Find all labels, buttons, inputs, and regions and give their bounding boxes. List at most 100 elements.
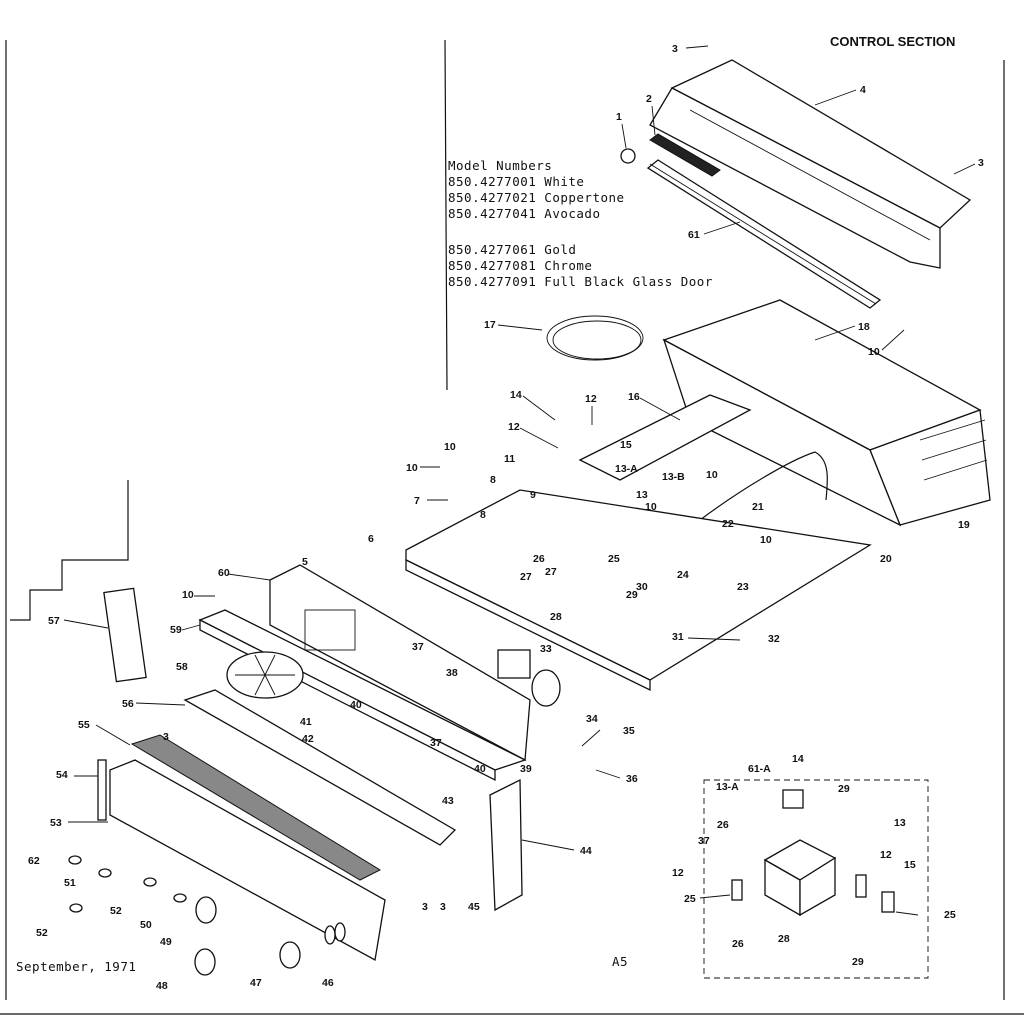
date-text: September, 1971 xyxy=(16,959,136,974)
callout: 22 xyxy=(722,518,734,530)
callout: 62 xyxy=(28,855,40,867)
callout: 13-A xyxy=(615,463,638,475)
stair-outline xyxy=(10,480,129,621)
callout: 12 xyxy=(508,421,520,433)
callout: 10 xyxy=(868,346,880,358)
callout: 39 xyxy=(520,763,532,775)
callout: 3 xyxy=(672,43,678,55)
callout: 23 xyxy=(737,581,749,593)
callout: 27 xyxy=(520,571,532,583)
callout: 50 xyxy=(140,919,152,931)
callout: 29 xyxy=(852,956,864,968)
callout: 10 xyxy=(182,589,194,601)
callout: 26 xyxy=(533,553,545,565)
callout: 16 xyxy=(628,391,640,403)
model-numbers-heading: Model Numbers xyxy=(448,158,552,173)
divider-line xyxy=(444,39,448,391)
lamp-strip xyxy=(649,133,721,177)
callout: 17 xyxy=(484,319,496,331)
callout: 52 xyxy=(110,905,122,917)
callout: 29 xyxy=(838,783,850,795)
model-number-4: 850.4277061 Gold xyxy=(448,242,576,257)
callout: 53 xyxy=(50,817,62,829)
conduit xyxy=(699,451,828,521)
callout: 26 xyxy=(717,819,729,831)
callout: 25 xyxy=(684,893,696,905)
callout: 26 xyxy=(732,938,744,950)
callout: 32 xyxy=(768,633,780,645)
callout: 58 xyxy=(176,661,188,673)
inset-switch-assembly xyxy=(731,789,895,917)
callout: 59 xyxy=(170,624,182,636)
leader-lines xyxy=(63,45,976,916)
callout: 10 xyxy=(444,441,456,453)
callout: 44 xyxy=(580,845,592,857)
callout: 10 xyxy=(406,462,418,474)
callout: 49 xyxy=(160,936,172,948)
callout: 34 xyxy=(586,713,598,725)
page-code: A5 xyxy=(612,954,628,969)
indicator-lamps xyxy=(68,855,187,913)
callout: 19 xyxy=(958,519,970,531)
callout: 40 xyxy=(350,699,362,711)
callout: 29 xyxy=(626,589,638,601)
callout: 12 xyxy=(585,393,597,405)
callout: 6 xyxy=(368,533,374,545)
callout: 37 xyxy=(430,737,442,749)
control-knobs xyxy=(194,896,346,976)
callout: 10 xyxy=(706,469,718,481)
callout: 42 xyxy=(302,733,314,745)
callout: 28 xyxy=(778,933,790,945)
side-bracket xyxy=(103,587,147,683)
part-callouts: 3 4 1 2 3 61 18 17 10 14 12 16 15 12 13-… xyxy=(28,43,984,992)
model-number-5: 850.4277081 Chrome xyxy=(448,258,592,273)
callout: 7 xyxy=(414,495,420,507)
callout: 12 xyxy=(672,867,684,879)
side-strip xyxy=(97,759,107,821)
control-panel-back xyxy=(269,564,531,762)
callout: 45 xyxy=(468,901,480,913)
trim-strip xyxy=(183,689,457,846)
face-panel xyxy=(109,759,386,962)
callout: 41 xyxy=(300,716,312,728)
callout: 51 xyxy=(64,877,76,889)
callout: 13-B xyxy=(662,471,685,483)
callout: 40 xyxy=(474,763,486,775)
callout: 52 xyxy=(36,927,48,939)
timer xyxy=(531,669,561,707)
callout: 31 xyxy=(672,631,684,643)
callout: 14 xyxy=(792,753,804,765)
callout: 15 xyxy=(904,859,916,871)
callout: 18 xyxy=(858,321,870,333)
callout: 33 xyxy=(540,643,552,655)
callout: 12 xyxy=(880,849,892,861)
clock xyxy=(497,649,531,679)
base-plate-edge xyxy=(405,558,651,692)
callout: 35 xyxy=(623,725,635,737)
callout: 46 xyxy=(322,977,334,989)
control-housing xyxy=(662,299,991,527)
callout: 1 xyxy=(616,111,622,123)
callout: 43 xyxy=(442,795,454,807)
callout: 57 xyxy=(48,615,60,627)
panel-cutout xyxy=(304,609,356,651)
base-plate xyxy=(405,489,872,681)
callout: 3 xyxy=(163,731,169,743)
callout: 38 xyxy=(446,667,458,679)
callout: 25 xyxy=(608,553,620,565)
callout: 13 xyxy=(636,489,648,501)
callout: 5 xyxy=(302,556,308,568)
callout: 3 xyxy=(440,901,446,913)
fan-spoke xyxy=(254,654,276,696)
bracket xyxy=(578,394,752,481)
callout: 61 xyxy=(688,229,700,241)
callout: 24 xyxy=(677,569,689,581)
callout: 14 xyxy=(510,389,522,401)
callout: 10 xyxy=(645,501,657,513)
callout: 55 xyxy=(78,719,90,731)
fluorescent-tube xyxy=(646,159,882,309)
callout: 11 xyxy=(504,453,515,465)
model-number-1: 850.4277001 White xyxy=(448,174,584,189)
callout: 9 xyxy=(530,489,536,501)
